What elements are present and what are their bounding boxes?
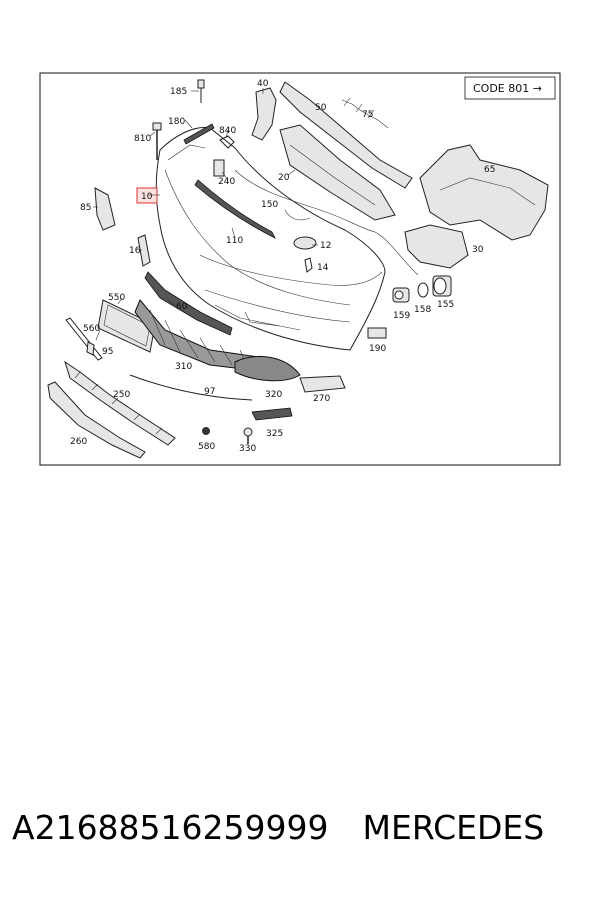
label-150: 150 [261, 200, 278, 210]
label-30: 30 [472, 245, 484, 255]
label-840: 840 [219, 126, 236, 136]
label-190: 190 [369, 344, 386, 354]
label-185: 185 [170, 87, 187, 97]
part-550-plate-holder [97, 299, 156, 353]
part-158-ring [417, 282, 429, 298]
part-65-bracket [419, 144, 549, 241]
part-840-clip [219, 135, 235, 149]
part-240 [213, 159, 225, 177]
label-40: 40 [257, 79, 269, 89]
caption: A21688516259999 MERCEDES [12, 808, 592, 860]
part-95-piece [86, 341, 95, 356]
part-number: A21688516259999 [12, 808, 329, 847]
part-260-lip [47, 381, 146, 459]
part-40-bracket [251, 87, 277, 141]
part-155-sensor [432, 275, 452, 297]
label-95: 95 [102, 347, 113, 357]
label-260: 260 [70, 437, 87, 447]
code-arrow-icon: → [533, 82, 542, 95]
svg-text:CODE 801 →: CODE 801 → [473, 82, 542, 95]
label-240: 240 [218, 177, 235, 187]
part-60-grille [144, 271, 233, 336]
label-12: 12 [320, 241, 331, 251]
label-250: 250 [113, 390, 130, 400]
label-310: 310 [175, 362, 192, 372]
label-20: 20 [278, 173, 290, 183]
label-110: 110 [226, 236, 243, 246]
part-85-bracket [94, 187, 116, 231]
label-810: 810 [134, 134, 151, 144]
part-12-cap [293, 236, 317, 250]
part-810-screw [152, 122, 162, 160]
part-150-wiring [234, 169, 419, 276]
label-60: 60 [176, 302, 188, 312]
part-16 [137, 234, 151, 267]
part-97-trim [129, 374, 253, 401]
part-270 [299, 375, 346, 393]
code-label: CODE 801 [473, 82, 529, 95]
brand-name: MERCEDES [362, 808, 545, 847]
part-labels: 185 40 50 75 180 840 810 10 85 240 20 65… [70, 79, 495, 454]
label-97: 97 [204, 387, 215, 397]
part-190 [367, 327, 387, 339]
parts-diagram: CODE 801 → [39, 72, 561, 466]
label-65: 65 [484, 165, 495, 175]
part-180-strip [183, 123, 215, 145]
label-155: 155 [437, 300, 454, 310]
label-85: 85 [80, 203, 91, 213]
part-10-highlight [136, 187, 158, 204]
label-159: 159 [393, 311, 410, 321]
label-75: 75 [362, 110, 373, 120]
part-110-strip [194, 179, 276, 239]
part-320-grille [234, 355, 301, 382]
part-14-clip [304, 257, 313, 273]
part-75-strip [341, 99, 389, 129]
label-330: 330 [239, 444, 256, 454]
code-801-box: CODE 801 → [464, 76, 556, 100]
label-16: 16 [129, 246, 141, 256]
label-180: 180 [168, 117, 185, 127]
part-580 [202, 427, 210, 435]
part-325 [251, 407, 293, 421]
label-580: 580 [198, 442, 215, 452]
label-10: 10 [141, 192, 153, 202]
part-159-sensor [392, 287, 410, 303]
part-250-spoiler [64, 360, 176, 446]
label-325: 325 [266, 429, 283, 439]
label-158: 158 [414, 305, 431, 315]
bumper-cover [155, 126, 386, 351]
part-50-absorber [279, 81, 413, 189]
label-560: 560 [83, 324, 100, 334]
label-320: 320 [265, 390, 282, 400]
label-550: 550 [108, 293, 125, 303]
part-20-reinforcement [279, 124, 396, 221]
part-30-bracket [404, 224, 469, 269]
part-330-screw [243, 427, 253, 444]
leader-lines [93, 88, 318, 341]
label-14: 14 [317, 263, 329, 273]
label-270: 270 [313, 394, 330, 404]
part-185-pin [197, 79, 205, 103]
label-50: 50 [315, 103, 327, 113]
